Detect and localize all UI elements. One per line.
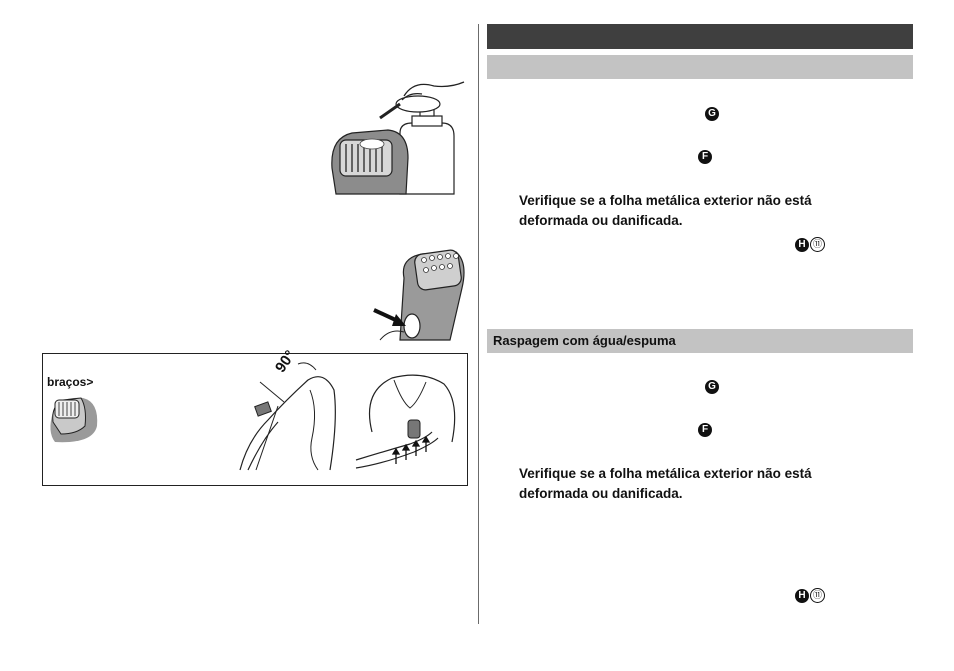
wet-shaving-header: Raspagem com água/espuma [487,329,913,353]
subsection-header-bar [487,55,913,79]
arm-shaving-illustration [355,374,456,469]
reference-badge-h: H [795,237,809,252]
reference-badge-f: F [698,150,712,164]
soap-cleaning-illustration [331,81,465,195]
tip-box [42,353,468,486]
column-divider [478,24,479,624]
step-number-11-2: ⑪ [810,588,825,603]
reference-h-11-2: H ⑪ [795,588,825,603]
check-foil-text-line1: Verifique se a folha metálica exterior n… [519,193,812,208]
shaver-head-attachment-icon [50,397,98,443]
reference-badge-g: G [705,107,719,121]
release-button-illustration [373,249,465,341]
wet-shaving-title: Raspagem com água/espuma [493,333,676,348]
reference-badge-h-2: H [795,588,809,603]
check-foil-text-line2: deformada ou danificada. [519,213,683,228]
check-foil-text-line2-2: deformada ou danificada. [519,486,683,501]
reference-badge-f-2: F [698,423,712,437]
tip-box-label: braços> [47,375,94,389]
reference-badge-g-2: G [705,380,719,394]
reference-h-11: H ⑪ [795,237,825,252]
leg-shaving-illustration [239,362,336,471]
check-foil-text-line1-2: Verifique se a folha metálica exterior n… [519,466,812,481]
step-number-11: ⑪ [810,237,825,252]
section-header-bar [487,24,913,49]
